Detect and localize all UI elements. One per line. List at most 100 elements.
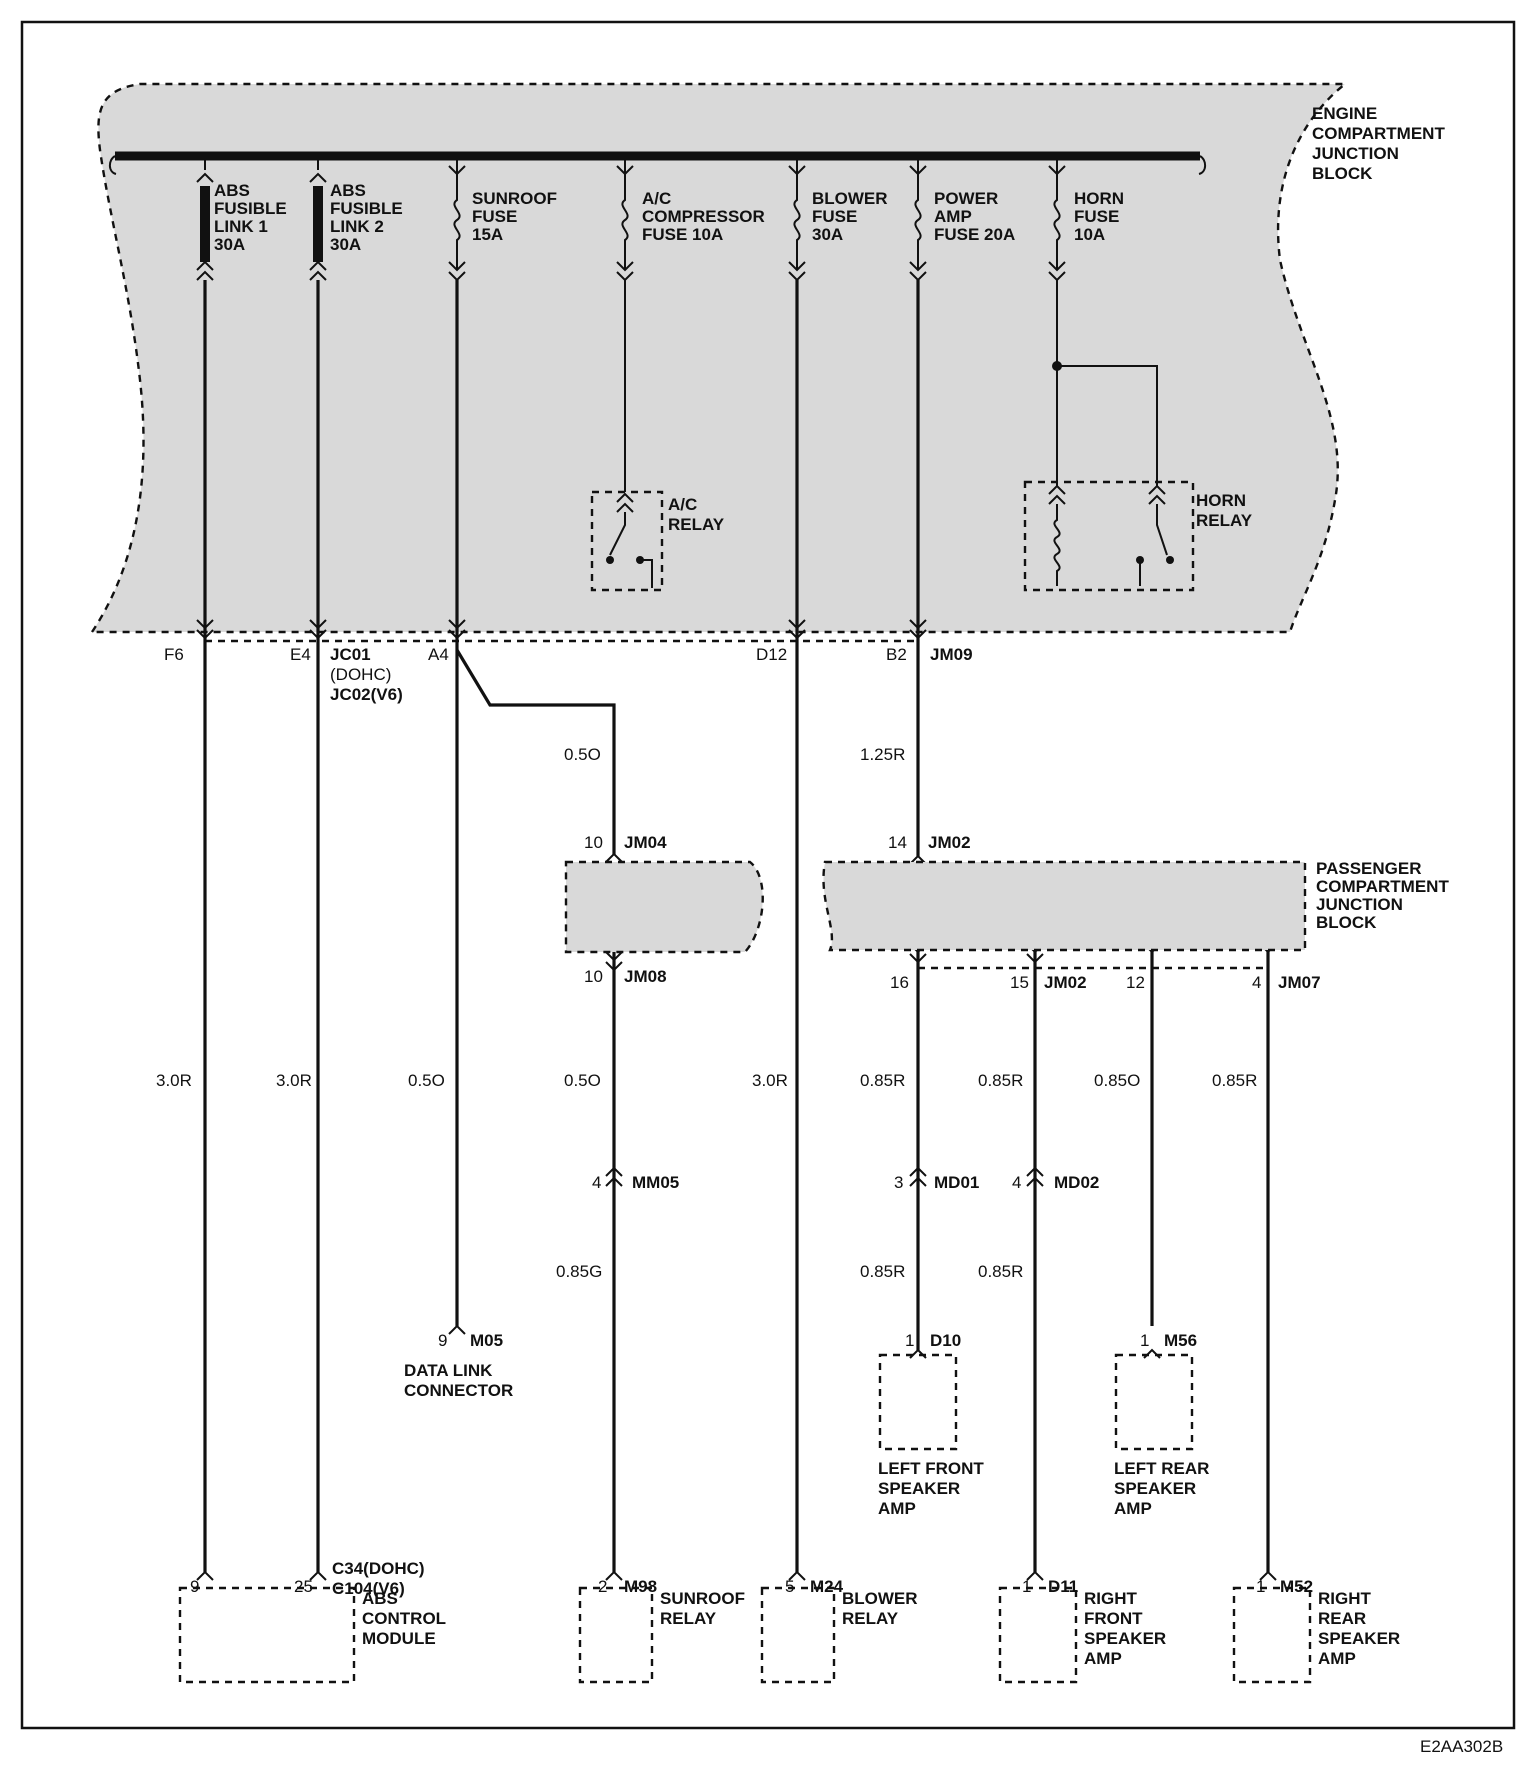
pin-label: 1 [905, 1331, 914, 1350]
block-pin-labels: F6 E4 JC01 (DOHC) JC02(V6) A4 D12 B2 JM0… [164, 645, 973, 704]
wire-label: 3.0R [276, 1071, 312, 1090]
ac-relay-label: A/C RELAY [668, 495, 725, 534]
blower-relay-box [760, 1586, 836, 1684]
pin-a4: A4 [428, 645, 449, 664]
pin-e4: E4 [290, 645, 311, 664]
wire-label: 1.25R [860, 745, 905, 764]
pin-label: 4 [1252, 973, 1261, 992]
connector-m24: M24 [810, 1577, 844, 1596]
connector-jc02: JC02(V6) [330, 685, 403, 704]
sunroof-fuse-symbol [453, 158, 461, 270]
ac-compressor-fuse-symbol [621, 158, 629, 270]
blower-relay-label: BLOWER RELAY [842, 1589, 922, 1628]
abs-fusible-link-2-label: ABS FUSIBLE LINK 2 30A [330, 181, 407, 254]
data-link-connector-label: DATA LINK CONNECTOR [404, 1361, 513, 1400]
abs-control-module-label: ABS CONTROL MODULE [362, 1589, 450, 1648]
pin-b2: B2 [886, 645, 907, 664]
passenger-junction-block-outline [822, 860, 1307, 952]
component-labels: DATA LINK CONNECTOR LEFT FRONT SPEAKER A… [362, 1361, 1405, 1668]
jm04-jm08-junction [564, 860, 764, 954]
connector-md01: MD01 [934, 1173, 979, 1192]
connector-d11: D11 [1048, 1577, 1078, 1596]
connector-c34: C34(DOHC) [332, 1559, 425, 1578]
sunroof-fuse-label: SUNROOF FUSE 15A [472, 189, 562, 244]
pin-label: 25 [294, 1577, 313, 1596]
pin-label: 3 [894, 1173, 903, 1192]
connector-d10: D10 [930, 1331, 961, 1350]
blower-fuse-symbol [793, 158, 801, 270]
ac-compressor-fuse-label: A/C COMPRESSOR FUSE 10A [642, 189, 770, 244]
connector-jm02-bottom: JM02 [1044, 973, 1087, 992]
abs-fusible-link-1-label: ABS FUSIBLE LINK 1 30A [214, 181, 291, 254]
connector-m56: M56 [1164, 1331, 1197, 1350]
fuse-labels: ABS FUSIBLE LINK 1 30A ABS FUSIBLE LINK … [214, 181, 1124, 254]
engine-junction-block-outline [89, 82, 1349, 634]
pin-label: 9 [438, 1331, 447, 1350]
pin-label: 14 [888, 833, 907, 852]
connector-m52: M52 [1280, 1577, 1313, 1596]
connector-jm07: JM07 [1278, 973, 1321, 992]
right-rear-speaker-amp-label: RIGHT REAR SPEAKER AMP [1318, 1589, 1405, 1668]
engine-junction-block-label: ENGINE COMPARTMENT JUNCTION BLOCK [1312, 104, 1450, 183]
wire-label: 0.85R [978, 1262, 1023, 1281]
connector-chevrons [196, 619, 1277, 1581]
connector-mm05: MM05 [632, 1173, 679, 1192]
ac-relay: A/C RELAY [590, 280, 725, 592]
blower-fuse-label: BLOWER FUSE 30A [812, 189, 892, 244]
sunroof-relay-label: SUNROOF RELAY [660, 1589, 750, 1628]
diagram-frame [20, 20, 1516, 1730]
wire-label: 0.85R [978, 1071, 1023, 1090]
pin-label: 1 [1256, 1577, 1265, 1596]
wire-label: 0.85R [860, 1262, 905, 1281]
wire-label: 0.5O [564, 1071, 601, 1090]
wire-label: 3.0R [752, 1071, 788, 1090]
connector-jm02-top: JM02 [928, 833, 971, 852]
left-rear-speaker-amp-label: LEFT REAR SPEAKER AMP [1114, 1459, 1214, 1518]
connector-m98: M98 [624, 1577, 657, 1596]
wire-label: 3.0R [156, 1071, 192, 1090]
wire-label: 0.5O [408, 1071, 445, 1090]
wire-label: 0.85R [1212, 1071, 1257, 1090]
pin-label: 16 [890, 973, 909, 992]
pin-label: 9 [190, 1577, 199, 1596]
connector-c104: C104(V6) [332, 1579, 405, 1598]
pin-f6: F6 [164, 645, 184, 664]
power-amp-fuse-label: POWER AMP FUSE 20A [934, 189, 1015, 244]
busbar-left-hook [108, 155, 117, 175]
busbar-right-hook [1198, 155, 1207, 175]
wire-label: 0.85R [860, 1071, 905, 1090]
pin-label: 5 [785, 1577, 794, 1596]
right-rear-speaker-amp-box [1232, 1586, 1312, 1684]
sunroof-relay-box [578, 1586, 654, 1684]
connector-m05: M05 [470, 1331, 503, 1350]
abs-fusible-link-2 [313, 186, 323, 262]
abs-fusible-link-1 [200, 186, 210, 262]
wire-label: 0.85G [556, 1262, 602, 1281]
pin-label: 1 [1022, 1577, 1031, 1596]
horn-relay-label: HORN RELAY [1196, 491, 1253, 530]
components [178, 1353, 1312, 1684]
right-front-speaker-amp-label: RIGHT FRONT SPEAKER AMP [1084, 1589, 1171, 1668]
horn-relay: HORN RELAY [1023, 280, 1253, 592]
pin-label: 2 [598, 1577, 607, 1596]
horn-fuse-symbol [1053, 158, 1061, 270]
left-rear-speaker-amp-box [1114, 1353, 1194, 1451]
pin-label: 15 [1010, 973, 1029, 992]
connector-dohc: (DOHC) [330, 665, 391, 684]
pin-label: 12 [1126, 973, 1145, 992]
abs-control-module-box [178, 1586, 356, 1684]
connector-jc01: JC01 [330, 645, 371, 664]
wire-labels: 3.0R 3.0R 0.5O 0.5O 0.5O 3.0R 1.25R 0.85… [156, 745, 1257, 1281]
power-amp-fuse-symbol [914, 158, 922, 270]
connector-jm09: JM09 [930, 645, 973, 664]
pin-label: 10 [584, 967, 603, 986]
pin-label: 1 [1140, 1331, 1149, 1350]
wires [203, 280, 1270, 1572]
left-front-speaker-amp-label: LEFT FRONT SPEAKER AMP [878, 1459, 989, 1518]
wire-label: 0.85O [1094, 1071, 1140, 1090]
pin-label: 10 [584, 833, 603, 852]
connector-jm04: JM04 [624, 833, 667, 852]
pin-label: 4 [1012, 1173, 1021, 1192]
connector-jm08: JM08 [624, 967, 667, 986]
